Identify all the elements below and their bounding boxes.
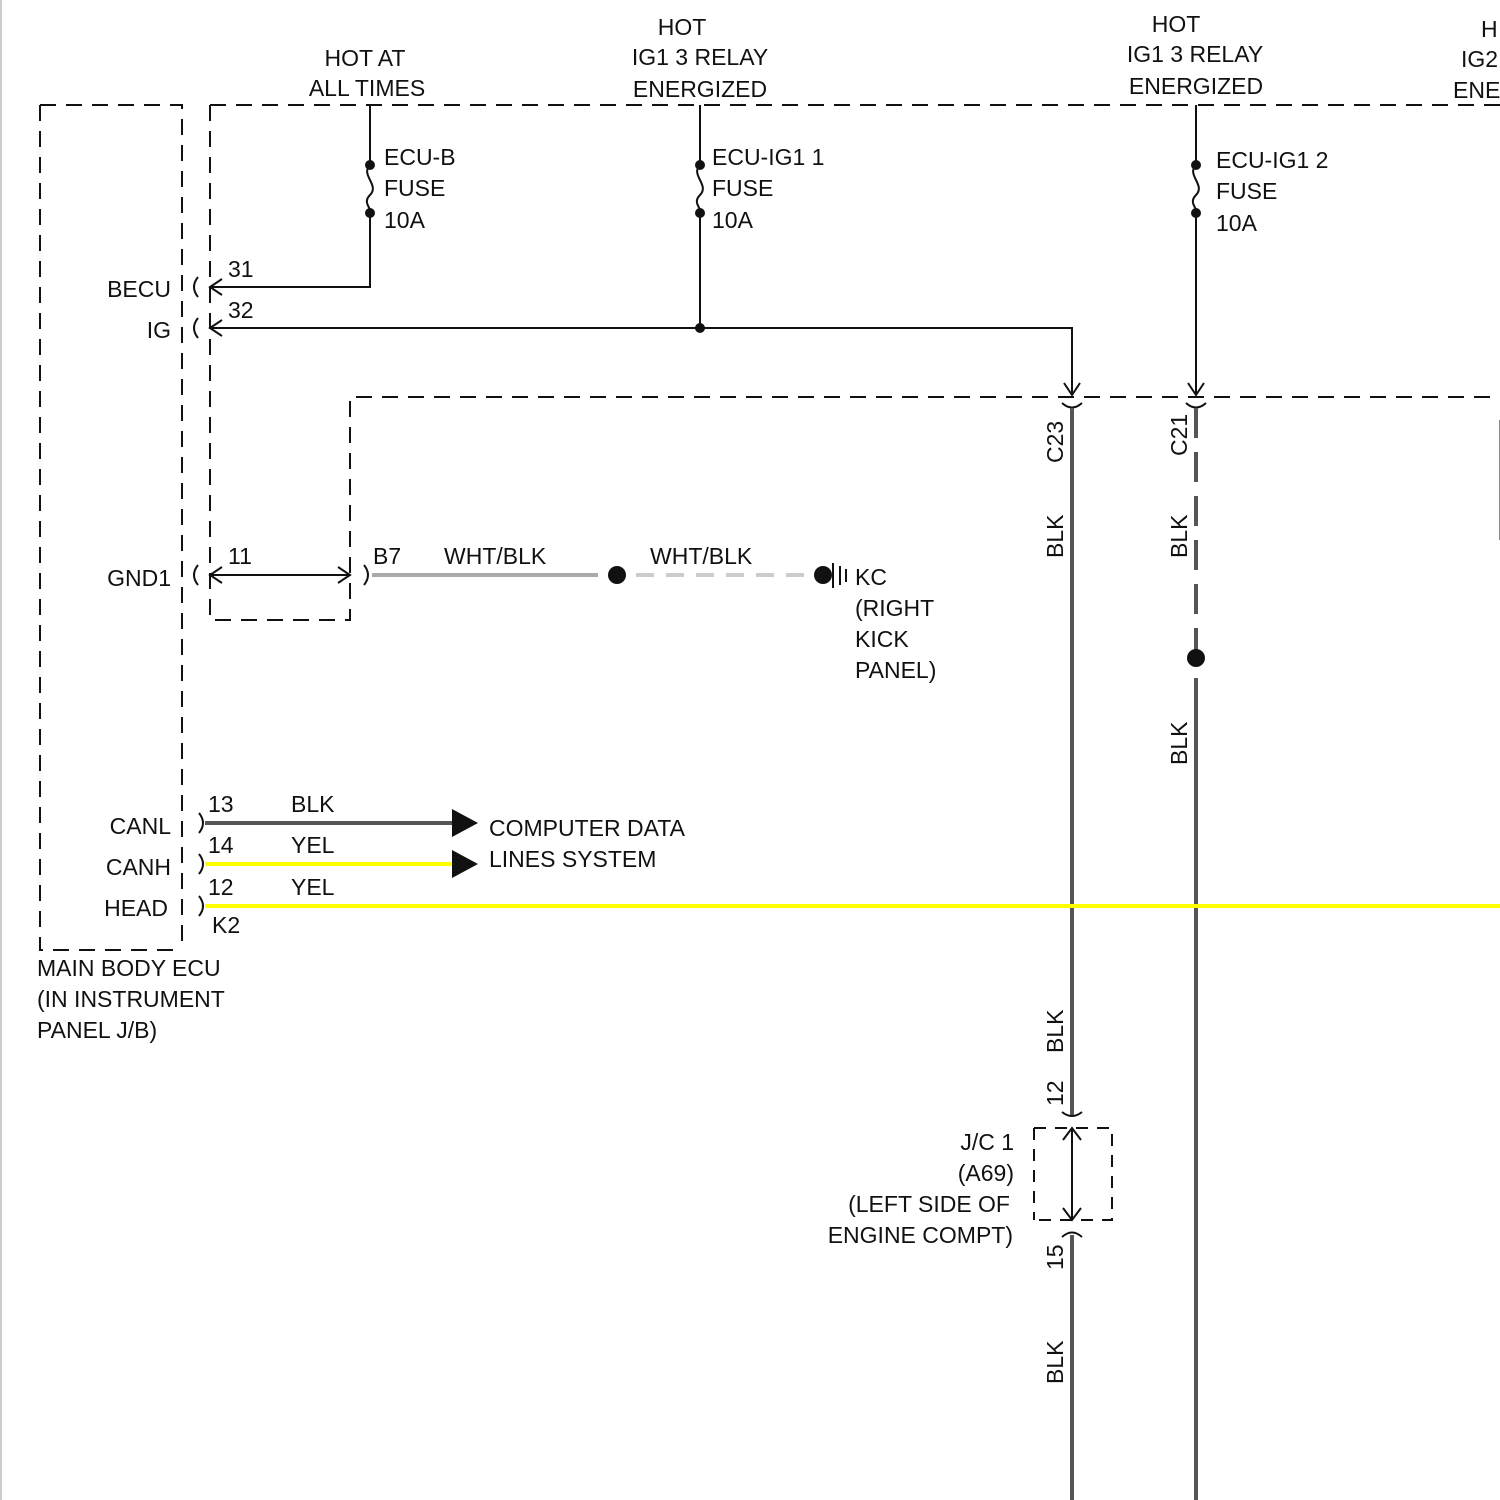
ground-point-kc-label: KC (RIGHT KICK PANEL) bbox=[855, 564, 936, 683]
wire-label-blk: BLK bbox=[1042, 1009, 1068, 1053]
canh-line bbox=[205, 850, 478, 878]
power-source-ig2-partial: H IG2 ENE bbox=[1453, 16, 1500, 103]
wire-label-blk: BLK bbox=[1042, 1340, 1068, 1384]
hot-label-line3: ENERGIZED bbox=[1129, 73, 1263, 99]
pin-name-canh: CANH bbox=[106, 854, 171, 880]
hot-label-line2: IG1 3 RELAY bbox=[1127, 41, 1263, 67]
hot-label-line2: ALL TIMES bbox=[309, 75, 425, 101]
splice-point bbox=[1187, 649, 1205, 667]
pin-number-gnd1: 11 bbox=[228, 543, 252, 569]
power-source-ig1-relay-a: HOT IG1 3 RELAY ENERGIZED bbox=[632, 14, 768, 102]
fuse-ecu-ig1-2: ECU-IG1 2 FUSE 10A bbox=[1188, 105, 1328, 395]
pin-name-canl: CANL bbox=[110, 813, 172, 839]
ground-label-line2: (RIGHT bbox=[855, 595, 934, 621]
jc-label-line2: (A69) bbox=[958, 1160, 1014, 1186]
pin-number-ig: 32 bbox=[228, 297, 254, 323]
ecu-label-line3: PANEL J/B) bbox=[37, 1017, 157, 1043]
wire-label-wht-blk-1: WHT/BLK bbox=[444, 543, 547, 569]
jc-label-line4: ENGINE COMPT) bbox=[828, 1222, 1013, 1248]
jc-label-line1: J/C 1 bbox=[960, 1129, 1014, 1155]
ground-label-line1: KC bbox=[855, 564, 887, 590]
ground-label-line3: KICK bbox=[855, 626, 909, 652]
wire-label-canl: BLK bbox=[291, 791, 335, 817]
wire-label-head: YEL bbox=[291, 874, 335, 900]
wire-label-blk: BLK bbox=[1042, 514, 1068, 558]
pin-number-canh: 14 bbox=[208, 832, 234, 858]
junction-label: J/C 1 (A69) (LEFT SIDE OF ENGINE COMPT) bbox=[828, 1129, 1014, 1248]
hot-label-line1: HOT bbox=[1152, 11, 1201, 37]
canl-line bbox=[205, 809, 478, 837]
hot-label-line2: IG2 bbox=[1461, 46, 1498, 72]
power-source-hot-at-all-times: HOT AT ALL TIMES bbox=[309, 45, 425, 101]
gnd1-link bbox=[210, 567, 350, 583]
pin-name-head: HEAD bbox=[104, 895, 168, 921]
power-source-ig1-relay-b: HOT IG1 3 RELAY ENERGIZED bbox=[1127, 11, 1263, 99]
fuse-name: ECU-IG1 2 bbox=[1216, 147, 1328, 173]
wire-label-wht-blk-2: WHT/BLK bbox=[650, 543, 753, 569]
cdl-line1: COMPUTER DATA bbox=[489, 815, 686, 841]
hot-label-line2: IG1 3 RELAY bbox=[632, 44, 768, 70]
cdl-line2: LINES SYSTEM bbox=[489, 846, 656, 872]
main-body-ecu-label: MAIN BODY ECU (IN INSTRUMENT PANEL J/B) bbox=[37, 955, 225, 1043]
ecu-label-line1: MAIN BODY ECU bbox=[37, 955, 221, 981]
ground-label-line4: PANEL) bbox=[855, 657, 936, 683]
fuse-ecu-ig1-1: ECU-IG1 1 FUSE 10A bbox=[210, 105, 1080, 395]
hot-label-line1: H bbox=[1481, 16, 1498, 42]
fuse-type: FUSE bbox=[384, 175, 445, 201]
pin-number-head: 12 bbox=[208, 874, 234, 900]
fuse-type: FUSE bbox=[1216, 178, 1277, 204]
hot-label-line1: HOT AT bbox=[325, 45, 406, 71]
computer-data-lines-label: COMPUTER DATA LINES SYSTEM bbox=[489, 815, 686, 872]
wire-label-blk: BLK bbox=[1166, 514, 1192, 558]
hot-label-line1: HOT bbox=[658, 14, 707, 40]
pin-name-ig: IG bbox=[147, 317, 171, 343]
hot-label-line3: ENERGIZED bbox=[633, 76, 767, 102]
jc1-pin-bottom: 15 bbox=[1042, 1244, 1068, 1270]
jc1-pin-top: 12 bbox=[1042, 1080, 1068, 1106]
hot-label-line3: ENE bbox=[1453, 77, 1500, 103]
connector-b7: B7 bbox=[373, 543, 401, 569]
fuse-rating: 10A bbox=[712, 207, 754, 233]
wire-label-canh: YEL bbox=[291, 832, 335, 858]
pin-number-canl: 13 bbox=[208, 791, 234, 817]
fuse-type: FUSE bbox=[712, 175, 773, 201]
fuse-name: ECU-IG1 1 bbox=[712, 144, 824, 170]
pin-name-gnd1: GND1 bbox=[107, 565, 171, 591]
wire-label-blk: BLK bbox=[1166, 721, 1192, 765]
fuse-name: ECU-B bbox=[384, 144, 456, 170]
connector-c23: C23 bbox=[1042, 421, 1068, 463]
ecu-label-line2: (IN INSTRUMENT bbox=[37, 986, 225, 1012]
fuse-rating: 10A bbox=[1216, 210, 1258, 236]
jc-label-line3: (LEFT SIDE OF bbox=[848, 1191, 1010, 1217]
pin-name-becu: BECU bbox=[107, 276, 171, 302]
connector-k2: K2 bbox=[212, 912, 240, 938]
pin-number-becu: 31 bbox=[228, 256, 254, 282]
fuse-rating: 10A bbox=[384, 207, 426, 233]
junction-connector-jc1 bbox=[1034, 1128, 1112, 1220]
connector-c21: C21 bbox=[1166, 414, 1192, 456]
